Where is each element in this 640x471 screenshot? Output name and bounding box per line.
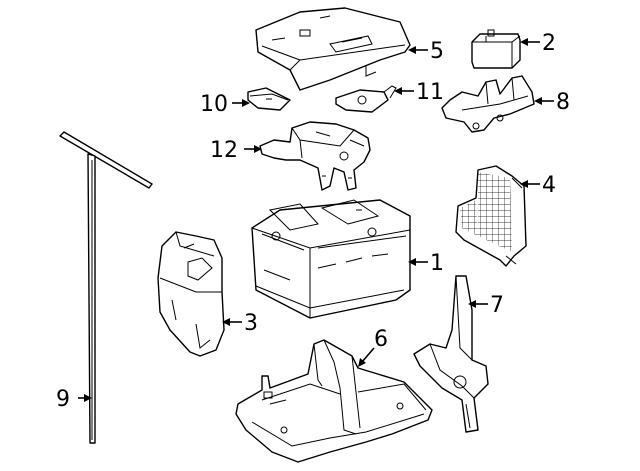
- fuse-holder-part-12[interactable]: [259, 121, 371, 191]
- battery-tray-part-6[interactable]: [235, 339, 433, 463]
- callout-1: 1: [430, 251, 444, 276]
- callout-12: 12: [210, 138, 238, 163]
- bracket-part-11[interactable]: [335, 85, 397, 113]
- small-fuse-box-part[interactable]: [471, 29, 521, 69]
- battery-cover-part[interactable]: [255, 7, 411, 91]
- callout-labels: 1 2 3 4 5 6 7 8 9 10 11 12: [56, 31, 570, 412]
- grid-cover-part-4[interactable]: [455, 165, 527, 267]
- callout-11: 11: [416, 80, 444, 105]
- bracket-post-part-7[interactable]: [413, 275, 489, 433]
- side-bracket-part-3[interactable]: [157, 231, 225, 357]
- mounting-bracket-part-8[interactable]: [441, 75, 535, 133]
- leader-lines: [78, 38, 554, 402]
- callout-7: 7: [490, 293, 504, 318]
- callout-10: 10: [200, 92, 228, 117]
- callout-3: 3: [244, 311, 258, 336]
- battery-part[interactable]: [251, 199, 411, 319]
- callout-8: 8: [556, 90, 570, 115]
- hold-down-rod-part-9[interactable]: [59, 131, 153, 444]
- callout-4: 4: [542, 173, 556, 198]
- clip-part-10[interactable]: [247, 87, 291, 111]
- callout-6: 6: [374, 327, 388, 352]
- callout-9: 9: [56, 387, 70, 412]
- callout-5: 5: [430, 39, 444, 64]
- callout-2: 2: [542, 31, 556, 56]
